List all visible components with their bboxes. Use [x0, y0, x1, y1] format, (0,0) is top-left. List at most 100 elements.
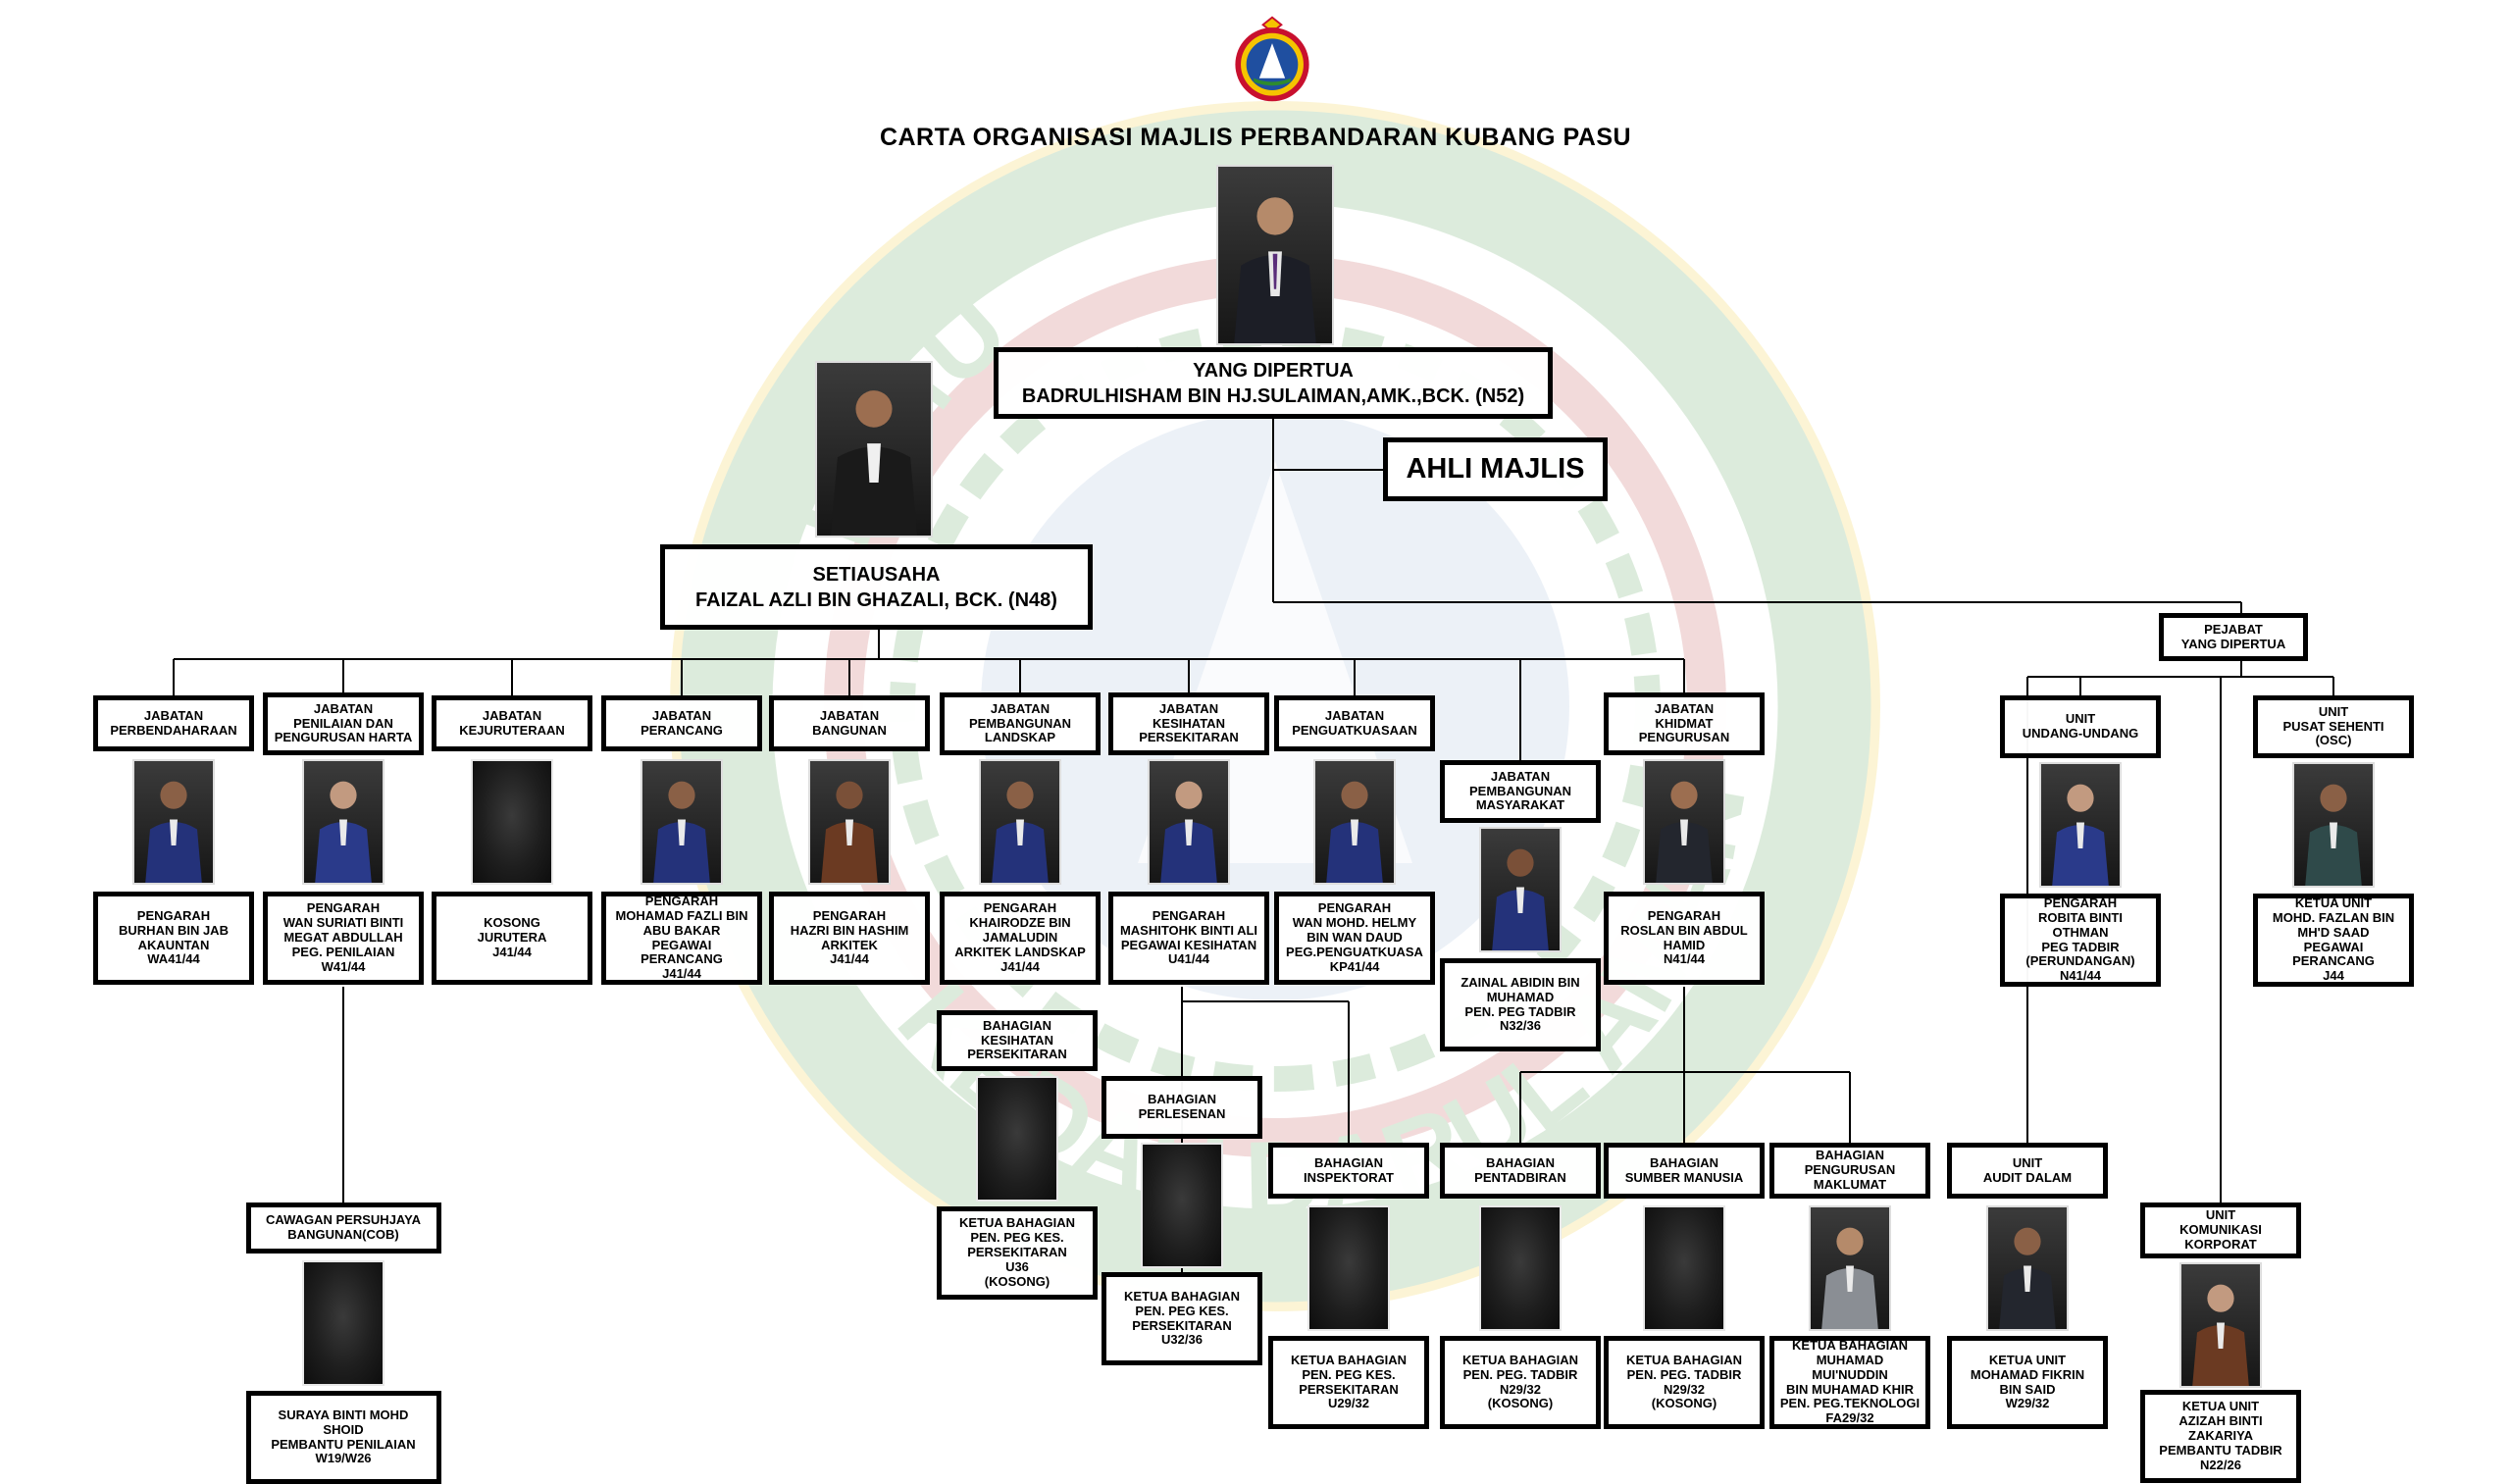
section-head-box-line: PEN. PEG KES.	[1302, 1366, 1396, 1382]
department-name-box-line: BANGUNAN	[812, 722, 887, 738]
department-name-box-line: PERBENDAHARAAN	[110, 722, 237, 738]
section-head-box-line: PEN. PEG. TADBIR	[1626, 1366, 1742, 1382]
department-head-box-line: PEN. PEG TADBIR	[1464, 1003, 1576, 1019]
department-head-box-line: PEG. PENILAIAN	[291, 944, 395, 959]
section-head-box-line: (KOSONG)	[984, 1273, 1051, 1289]
section-name-box-line: PERLESENAN	[1138, 1106, 1226, 1121]
section-head-box-line: PERSEKITARAN	[1132, 1317, 1232, 1333]
department-name-box-line: PEMBANGUNAN	[1469, 783, 1571, 798]
department-name-box-line: JABATAN	[1490, 768, 1551, 784]
unit-name-box-line: (OSC)	[2315, 733, 2352, 748]
section-name-box-line: BAHAGIAN	[1485, 1154, 1556, 1170]
unit-head-box-line: N41/44	[2060, 968, 2101, 984]
section-head-box-line: U36	[1005, 1258, 1029, 1274]
department-name-box-line: JABATAN	[819, 707, 880, 723]
department-head-box-line: PENGARAH	[644, 893, 719, 908]
section-name-box-line: INSPEKTORAT	[1304, 1169, 1394, 1185]
section-head-box-line: KETUA BAHAGIAN	[1792, 1337, 1908, 1353]
section-name-box-line: PENTADBIRAN	[1474, 1169, 1566, 1185]
department-head-box-line: JAMALUDIN	[982, 930, 1058, 946]
section-head-box-line: BIN MUHAMAD KHIR	[1786, 1381, 1914, 1397]
department-head-box-line: ARKITEK	[821, 937, 878, 952]
department-head-box-line: KOSONG	[484, 915, 540, 931]
unit-head-box-line: BIN SAID	[1999, 1381, 2056, 1397]
unit-head-photo	[2039, 762, 2122, 888]
department-head-photo	[302, 759, 384, 885]
department-head-box-line: AKAUNTAN	[137, 937, 210, 952]
department-head-box-line: MASHITOHK BINTI ALI	[1119, 922, 1258, 938]
department-head-box-line: PEGAWAI	[651, 937, 712, 952]
unit-name-box-line: UNDANG-UNDANG	[2022, 726, 2139, 741]
department-head-box-line: BURHAN BIN JAB	[119, 922, 229, 938]
unit-name-box-line: UNIT	[2318, 703, 2349, 719]
page-title: CARTA ORGANISASI MAJLIS PERBANDARAN KUBA…	[879, 124, 1632, 151]
setiausaha-role: SETIAUSAHA	[812, 563, 941, 586]
department-head-box-line: PEG.PENGUATKUASA	[1286, 944, 1423, 959]
yang-dipertua-role: YANG DIPERTUA	[1193, 359, 1354, 382]
cawangan-name-box-line: CAWAGAN PERSUHJAYA	[266, 1212, 421, 1228]
department-head-box-line: PERANCANG	[641, 951, 723, 967]
department-head-box-line: WAN MOHD. HELMY	[1292, 915, 1417, 931]
council-logo	[1235, 16, 1309, 102]
section-head-box-line: PERSEKITARAN	[1299, 1381, 1399, 1397]
department-name-box-line: KHIDMAT	[1655, 715, 1714, 731]
unit-name-box-line: KOMUNIKASI	[2179, 1222, 2262, 1238]
department-head-box-line: ABU BAKAR	[642, 922, 721, 938]
section-head-photo	[1307, 1205, 1390, 1331]
cawangan-head-photo	[302, 1260, 384, 1386]
department-name-box-line: JABATAN	[1324, 707, 1385, 723]
department-head-box-line: U41/44	[1168, 951, 1209, 967]
unit-head-box-line: (PERUNDANGAN)	[2025, 953, 2135, 969]
department-name-box-line: PENGURUSAN HARTA	[274, 730, 413, 745]
department-name-box-line: PERSEKITARAN	[1139, 730, 1239, 745]
department-name-box-line: KEJURUTERAAN	[459, 722, 565, 738]
setiausaha-box: SETIAUSAHA FAIZAL AZLI BIN GHAZALI, BCK.…	[660, 544, 1093, 630]
unit-head-box-line: ROBITA BINTI OTHMAN	[2038, 909, 2123, 940]
department-head-box-line: BIN WAN DAUD	[1307, 930, 1403, 946]
section-head-box-line: FA29/32	[1825, 1410, 1874, 1426]
department-name-box-line: KESIHATAN	[1153, 715, 1225, 731]
yang-dipertua-photo	[1216, 165, 1334, 345]
department-head-box-line: PENGARAH	[1317, 900, 1392, 916]
section-head-box-line: PEN. PEG.TEKNOLOGI	[1779, 1396, 1921, 1411]
department-name-box-line: PENGURUSAN	[1638, 730, 1730, 745]
department-head-box-line: J41/44	[492, 944, 532, 959]
unit-name-box-line: UNIT	[2012, 1154, 2043, 1170]
department-name-box-line: LANDSKAP	[984, 730, 1056, 745]
department-name-box-line: JABATAN	[990, 700, 1051, 716]
unit-head-photo	[1986, 1205, 2069, 1331]
unit-head-box-line: PEGAWAI PERANCANG	[2292, 939, 2375, 969]
section-name-box-line: MAKLUMAT	[1813, 1176, 1887, 1192]
unit-head-box-line: AZIZAH BINTI	[2178, 1413, 2263, 1429]
department-name-box-line: JABATAN	[482, 707, 542, 723]
unit-head-box-line: KETUA UNIT	[2294, 895, 2373, 910]
department-head-box-line: J41/44	[830, 951, 869, 967]
unit-head-box-line: ZAKARIYA	[2188, 1428, 2253, 1444]
section-name-box-line: BAHAGIAN	[1815, 1148, 1885, 1163]
section-head-box-line: U32/36	[1161, 1332, 1203, 1348]
section-head-box-line: KETUA BAHAGIAN	[1124, 1288, 1240, 1304]
unit-head-box-line: W29/32	[2005, 1396, 2050, 1411]
department-head-box-line: HAZRI BIN HASHIM	[790, 922, 909, 938]
cawangan-name-box-line: BANGUNAN(COB)	[287, 1227, 399, 1242]
